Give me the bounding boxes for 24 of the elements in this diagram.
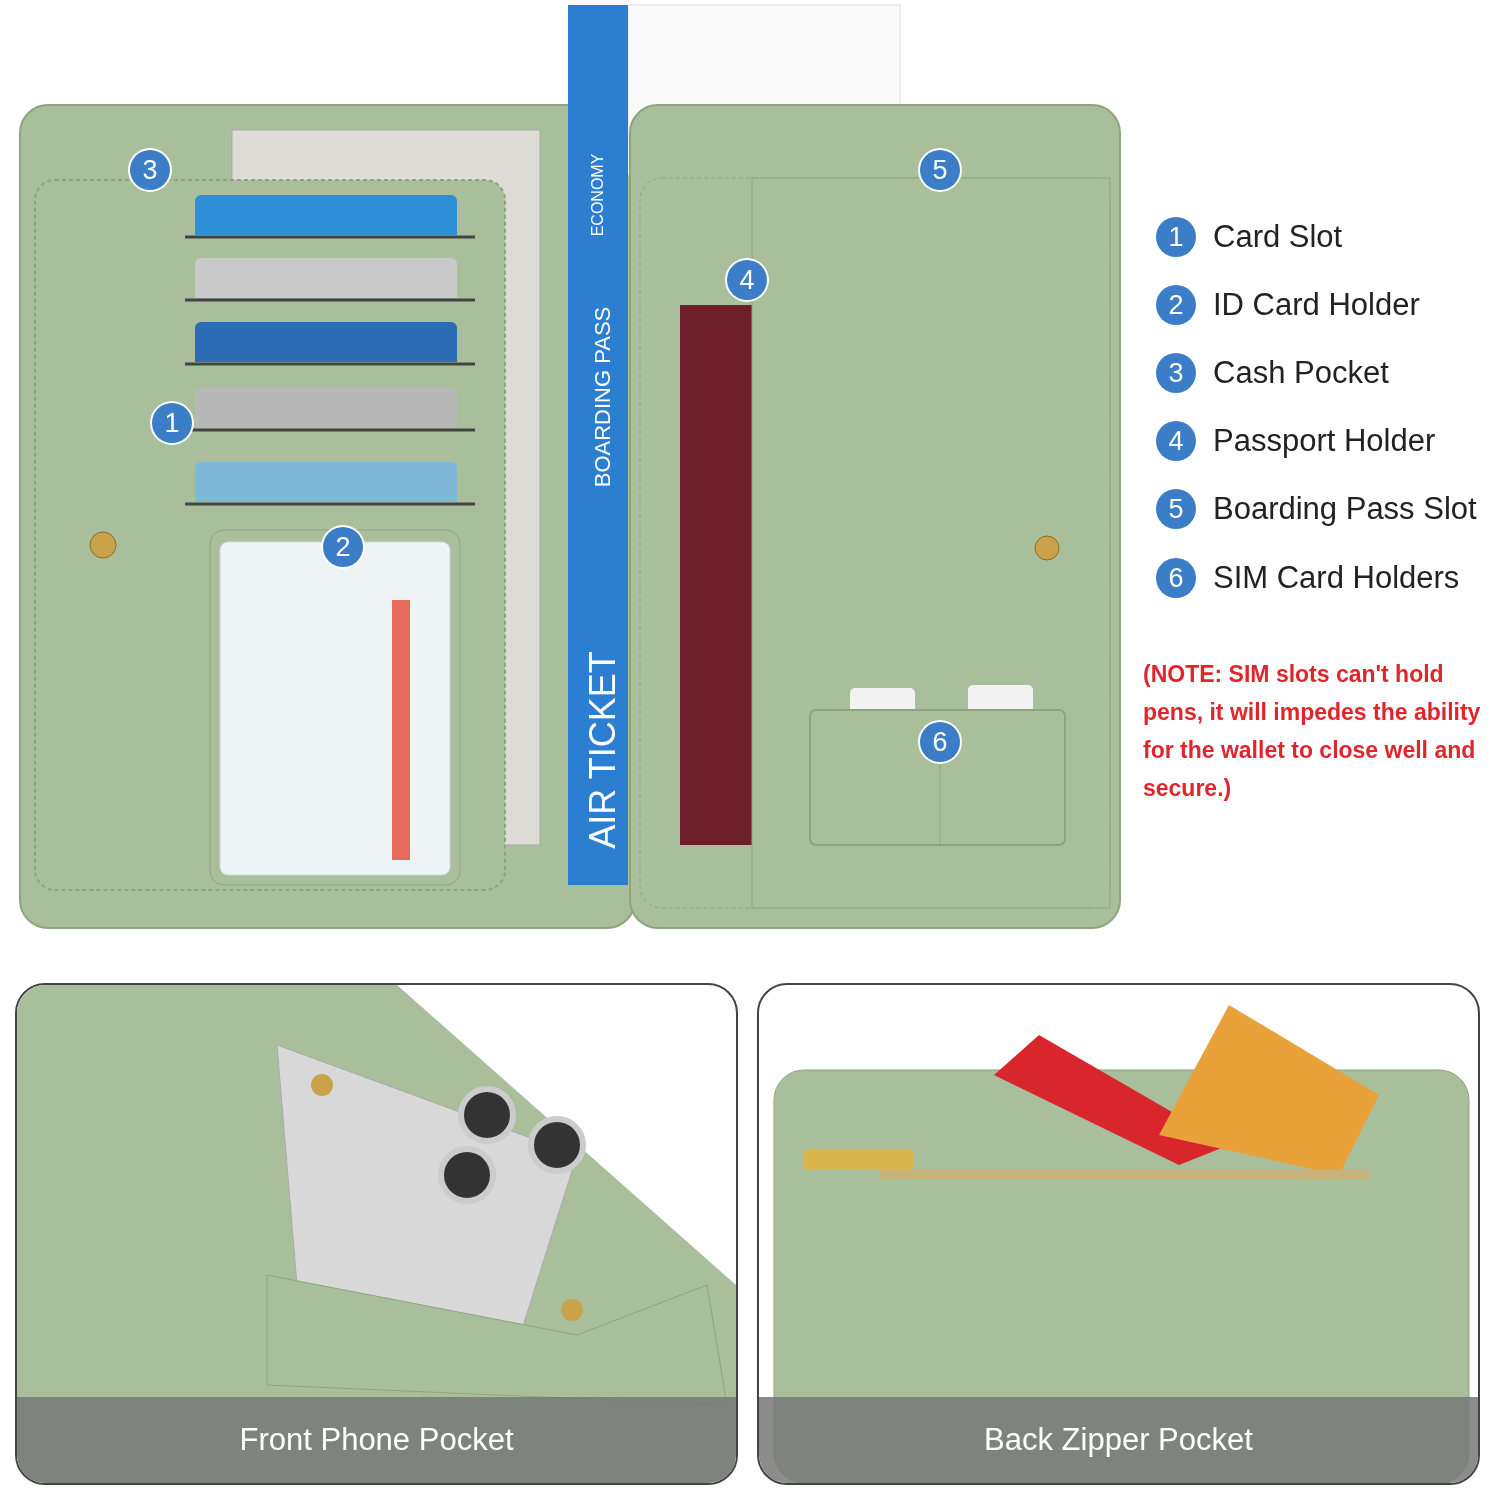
part-number: 3: [1156, 353, 1196, 393]
caption-band: Back Zipper Pocket: [759, 1397, 1478, 1483]
caption-band: Front Phone Pocket: [17, 1397, 736, 1483]
callout-number: 3: [130, 150, 170, 190]
ticket-text: ECONOMY: [589, 153, 607, 237]
callout-number: 2: [323, 527, 363, 567]
callout-number: 4: [727, 260, 767, 300]
part-name: Card Slot: [1213, 219, 1343, 255]
ticket-text: AIR TICKET: [582, 651, 624, 849]
part-number: 5: [1156, 489, 1196, 529]
callout-number: 5: [920, 150, 960, 190]
part-name: ID Card Holder: [1213, 287, 1420, 323]
note-text: (NOTE: SIM slots can't hold pens, it will impedes the ability for the wallet to close well and secure.): [1143, 660, 1482, 803]
callout-number: 1: [152, 403, 192, 443]
part-name: Passport Holder: [1213, 423, 1436, 459]
part-number: 2: [1156, 285, 1196, 325]
part-number: 1: [1156, 217, 1196, 257]
part-name: Boarding Pass Slot: [1213, 491, 1477, 527]
part-name: Cash Pocket: [1213, 355, 1389, 391]
part-number: 4: [1156, 421, 1196, 461]
callout-number: 6: [920, 722, 960, 762]
part-number: 6: [1156, 558, 1196, 598]
part-name: SIM Card Holders: [1213, 560, 1460, 596]
ticket-text: BOARDING PASS: [590, 306, 616, 488]
